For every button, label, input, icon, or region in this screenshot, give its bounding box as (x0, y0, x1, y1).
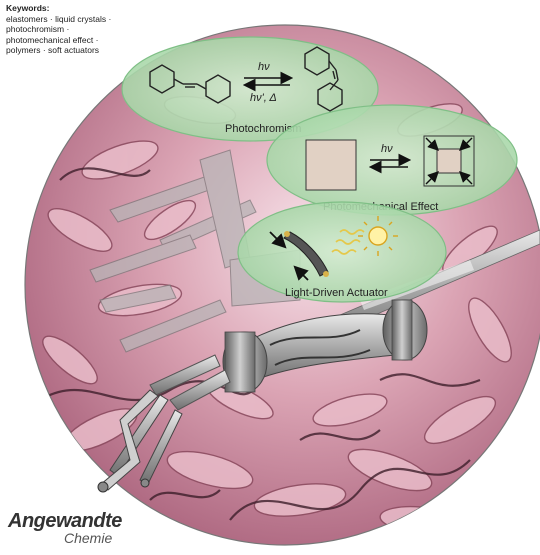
contract-arrow (425, 171, 439, 185)
film-after (436, 148, 462, 174)
photochromism-label: Photochromism (225, 123, 301, 135)
keywords-title: Keywords: (6, 3, 50, 13)
photomechanical-bubble: hν Photomechanical Effect (266, 104, 518, 216)
keyword-line: photochromism · (6, 24, 70, 35)
trans-azobenzene-molecule (149, 64, 231, 104)
contract-arrow (459, 171, 473, 185)
push-arrow (293, 265, 309, 281)
actuator-film (283, 231, 329, 277)
sun-icon (358, 216, 398, 256)
actuator-joint (284, 231, 290, 237)
push-arrow (269, 231, 287, 249)
photomechanical-forward-label: hν (381, 143, 393, 155)
photochromism-forward-label: hν (258, 61, 270, 73)
contract-arrow (425, 137, 439, 151)
actuator-label: Light-Driven Actuator (285, 287, 388, 299)
keyword-line: elastomers · liquid crystals · (6, 13, 112, 24)
photochromism-reverse-label: hν', Δ (250, 92, 277, 104)
keywords-block: Keywords: elastomers · liquid crystals ·… (6, 3, 176, 56)
journal-logo: Angewandte Chemie (8, 510, 158, 550)
film-before (305, 139, 357, 191)
contract-arrow (459, 137, 473, 151)
cis-azobenzene-molecule (304, 46, 343, 112)
logo-word-chemie: Chemie (64, 530, 113, 546)
tissue-fibres (39, 167, 481, 521)
keyword-line: photomechanical effect · (6, 34, 99, 45)
actuator-bubble: Light-Driven Actuator (237, 201, 447, 303)
robot-gripper (97, 299, 428, 493)
light-rays (331, 229, 365, 255)
photochromism-bubble: hν hν', Δ Photochromism (121, 36, 379, 142)
actuator-joint (323, 271, 329, 277)
film-frame (423, 135, 475, 187)
logo-word-angewandte: Angewandte (8, 510, 122, 532)
keyword-line: polymers · soft actuators (6, 45, 100, 56)
